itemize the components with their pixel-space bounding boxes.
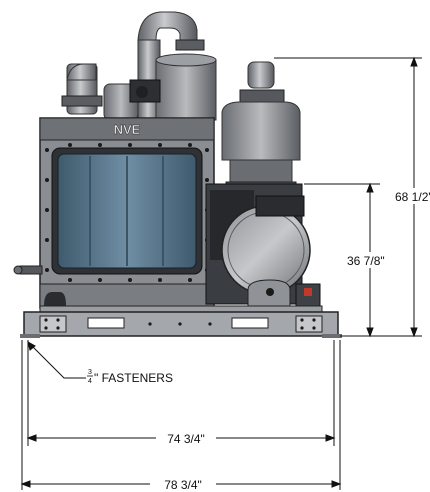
main-cabinet: NVE (13, 117, 215, 309)
right-separator-tank (221, 61, 301, 195)
overall-height-label: 68 1/2" (395, 190, 430, 204)
overall-width-label-bg (150, 476, 216, 492)
inner-width-label-bg (156, 430, 216, 446)
fastener-fraction-numerator: 3 (88, 369, 92, 376)
left-elbow-pipe (61, 63, 103, 115)
machine-illustration: NVE (13, 11, 342, 338)
fastener-note: 3 4 " FASTENERS (87, 369, 173, 385)
overall-width-label: 78 3/4" (164, 478, 202, 492)
fastener-fraction-denominator: 4 (88, 378, 92, 385)
inner-width-label: 74 3/4" (167, 432, 205, 446)
base-frame (20, 305, 342, 338)
motor-height-label-bg (344, 252, 394, 268)
overall-height-label-bg (390, 188, 430, 204)
motor-assembly (205, 183, 321, 309)
fastener-note-text: " FASTENERS (94, 371, 173, 385)
nve-logo: NVE (114, 122, 141, 137)
motor-height-label: 36 7/8" (347, 254, 385, 268)
central-cyclone-tank (129, 11, 217, 121)
